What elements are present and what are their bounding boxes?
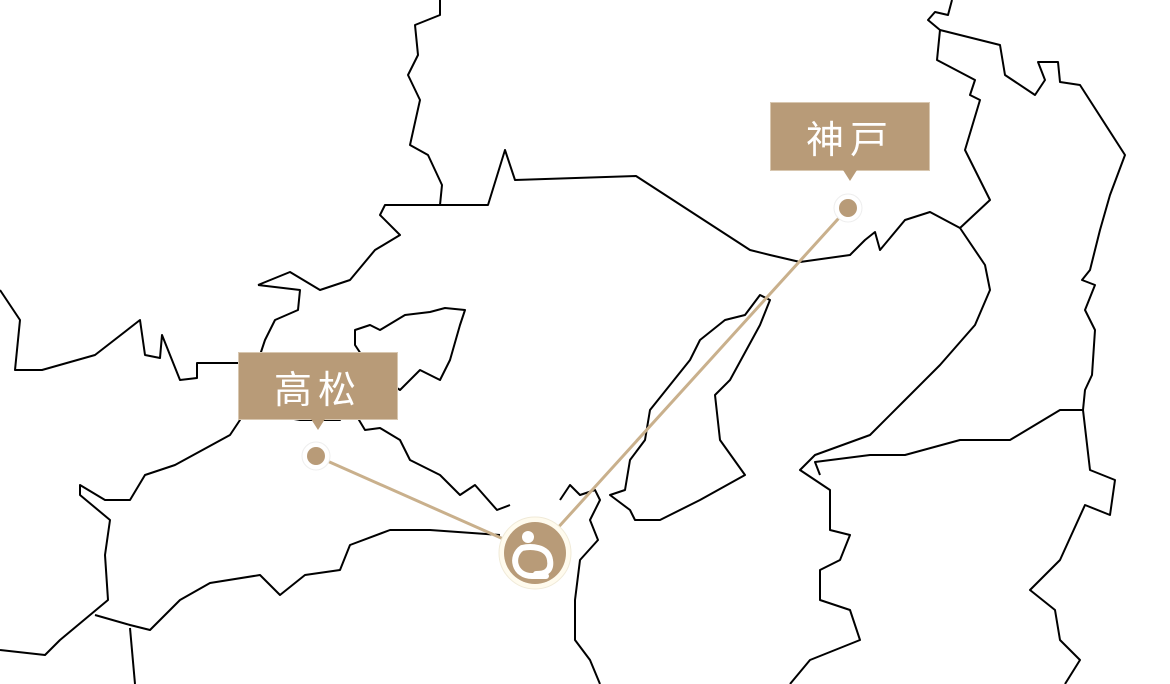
coastline-wakayama	[559, 484, 601, 684]
coastline-west	[0, 289, 241, 656]
coastline-okayama	[257, 204, 440, 291]
border-shikoku	[94, 529, 501, 631]
coastline-osaka-bay	[789, 227, 991, 684]
mother-child-heart-icon[interactable]	[498, 516, 572, 590]
route-takamatsu	[315, 454, 536, 555]
coastline-honshu-north	[407, 0, 991, 263]
border-southeast	[1029, 409, 1116, 684]
coastline-okayama-2	[257, 284, 301, 356]
border-east	[814, 29, 1126, 476]
coastline-shikoku-north	[269, 404, 511, 511]
label-kobe: 神戸	[770, 102, 930, 181]
awaji-island	[609, 294, 771, 521]
border-shikoku-south	[129, 627, 136, 684]
pin-dot-kobe	[839, 199, 857, 217]
label-takamatsu: 高松	[238, 352, 398, 430]
pin-dot-takamatsu	[307, 447, 325, 465]
route-kobe	[533, 206, 850, 555]
